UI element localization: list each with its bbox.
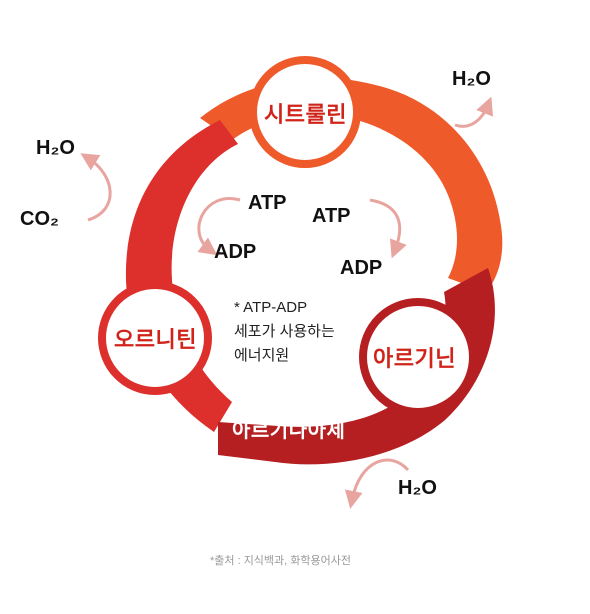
ring-segment-orange [200, 77, 503, 293]
ornithine-circle [98, 281, 212, 395]
citrulline-circle [249, 56, 361, 168]
atp-right: ATP [312, 205, 351, 227]
arrow-h2o-bottom [344, 458, 410, 509]
citrulline-label: 시트룰린 [264, 102, 347, 127]
source-footnote: *출처 : 지식백과, 화학용어사전 [210, 555, 352, 567]
arginine-circle [359, 298, 477, 416]
adp-right: ADP [340, 257, 383, 279]
atp-adp-note: * ATP-ADP 세포가 사용하는 에너지원 [234, 296, 335, 368]
h2o-left: H₂O [36, 137, 75, 159]
note-line-2: 세포가 사용하는 [234, 323, 335, 340]
co2-left: CO₂ [20, 208, 59, 230]
arrow-atp-adp-left [197, 197, 241, 256]
adp-left: ADP [214, 241, 257, 263]
arrow-atp-adp-right [369, 198, 407, 259]
arrow-h2o-top-right [454, 96, 494, 128]
h2o-top-right: H₂O [452, 68, 491, 90]
note-line-3: 에너지원 [234, 347, 290, 364]
arginine-label: 아르기닌 [373, 346, 456, 371]
atp-left: ATP [248, 192, 287, 214]
arrow-co2-h2o [80, 153, 112, 222]
h2o-bottom: H₂O [398, 477, 437, 499]
note-line-1: * ATP-ADP [234, 299, 308, 316]
ornithine-label: 오르니틴 [114, 327, 197, 352]
segment-label-arginase: 아르기나아제 [232, 420, 346, 442]
